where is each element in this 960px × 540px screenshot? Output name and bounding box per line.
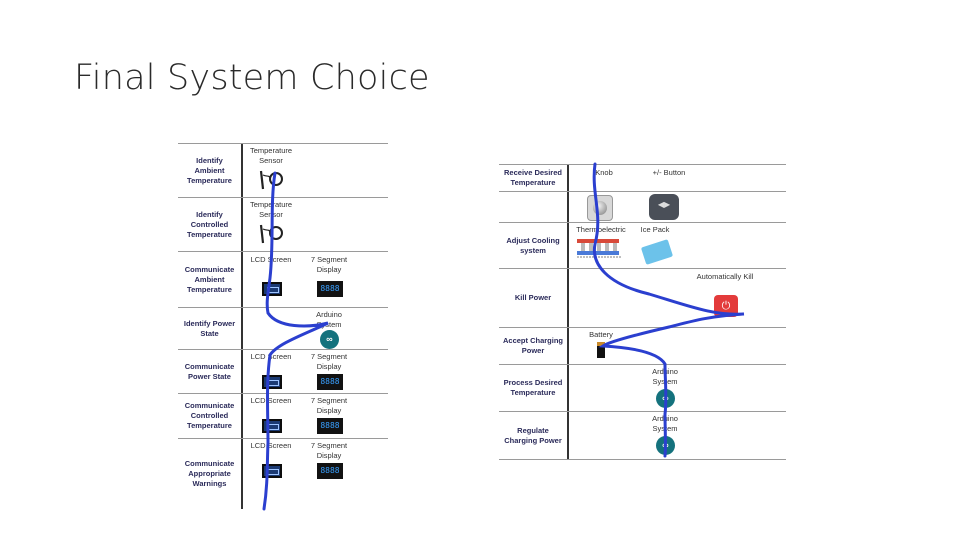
option-label: Knob — [595, 168, 613, 177]
function-label: Regulate Charging Power — [504, 425, 562, 445]
option-label: 7 Segment Display — [310, 255, 348, 274]
matrix-row: Process Desired Temperature Arduino Syst… — [499, 364, 786, 411]
matrix-row: Communicate Ambient Temperature LCD Scre… — [178, 251, 388, 307]
option-label: LCD Screen — [250, 396, 292, 405]
option-label: Thermoelectric — [576, 225, 626, 234]
option-label: LCD Screen — [250, 441, 292, 450]
option-label: Ice Pack — [640, 225, 670, 234]
matrix-row: Communicate Controlled Temperature LCD S… — [178, 393, 388, 438]
option-label: Temperature Sensor — [249, 200, 293, 219]
arduino-icon: ∞ — [656, 436, 675, 455]
column-divider — [567, 164, 569, 460]
seven-segment-icon: 8888 — [317, 418, 343, 434]
seven-segment-icon: 8888 — [317, 374, 343, 390]
battery-icon — [597, 342, 605, 358]
matrix-row: Regulate Charging Power Arduino System ∞ — [499, 411, 786, 460]
function-label: Communicate Controlled Temperature — [184, 401, 235, 430]
left-morph-matrix: Identify Ambient Temperature Temperature… — [178, 143, 388, 511]
lcd-screen-icon — [262, 282, 282, 296]
power-off-icon: ⏻ — [714, 295, 738, 317]
matrix-row: Identify Power State Arduino System ∞ — [178, 307, 388, 349]
temperature-sensor-icon — [259, 170, 283, 190]
lcd-screen-icon — [262, 464, 282, 478]
matrix-row: Communicate Appropriate Warnings LCD Scr… — [178, 438, 388, 509]
option-label: Arduino System — [316, 310, 342, 329]
knob-icon — [587, 195, 613, 221]
matrix-row — [499, 191, 786, 222]
arduino-icon: ∞ — [656, 389, 675, 408]
option-label: 7 Segment Display — [310, 396, 348, 415]
temperature-sensor-icon — [259, 224, 283, 244]
ice-pack-icon — [640, 239, 674, 265]
function-label: Communicate Power State — [184, 361, 235, 381]
function-label: Receive Desired Temperature — [504, 168, 562, 187]
matrix-row: Accept Charging Power Battery — [499, 327, 786, 364]
function-label: Identify Ambient Temperature — [187, 155, 232, 185]
option-label: 7 Segment Display — [310, 352, 348, 371]
thermoelectric-icon — [577, 239, 621, 258]
function-label: Communicate Appropriate Warnings — [184, 459, 235, 488]
function-label: Identify Power State — [183, 318, 236, 338]
matrix-row: Adjust Cooling system Thermoelectric Ice… — [499, 222, 786, 268]
option-label: Battery — [589, 330, 613, 339]
column-divider — [241, 143, 243, 509]
option-label: LCD Screen — [250, 352, 292, 361]
option-label: Automatically Kill — [696, 272, 754, 281]
option-label: +/- Button — [652, 168, 686, 177]
option-label: 7 Segment Display — [310, 441, 348, 460]
option-label: Arduino System — [652, 414, 678, 433]
function-label: Kill Power — [514, 293, 552, 302]
option-label: Temperature Sensor — [249, 146, 293, 165]
function-label: Communicate Ambient Temperature — [184, 264, 235, 294]
option-label: Arduino System — [652, 367, 678, 386]
right-morph-matrix: Receive Desired Temperature Knob +/- But… — [499, 162, 786, 460]
matrix-row: Kill Power Automatically Kill ⏻ — [499, 268, 786, 327]
seven-segment-icon: 8888 — [317, 281, 343, 297]
plus-minus-button-icon — [649, 194, 679, 220]
matrix-row: Identify Ambient Temperature Temperature… — [178, 143, 388, 197]
matrix-row: Communicate Power State LCD Screen 7 Seg… — [178, 349, 388, 393]
lcd-screen-icon — [262, 375, 282, 389]
function-label: Identify Controlled Temperature — [187, 209, 232, 239]
function-label: Accept Charging Power — [502, 336, 563, 355]
option-label: LCD Screen — [250, 255, 292, 264]
arduino-icon: ∞ — [320, 330, 339, 349]
function-label: Adjust Cooling system — [506, 235, 560, 255]
seven-segment-icon: 8888 — [317, 463, 343, 479]
function-label: Process Desired Temperature — [503, 378, 563, 397]
matrix-row: Identify Controlled Temperature Temperat… — [178, 197, 388, 251]
lcd-screen-icon — [262, 419, 282, 433]
slide-title: Final System Choice — [74, 58, 430, 98]
matrix-row: Receive Desired Temperature Knob +/- But… — [499, 164, 786, 191]
